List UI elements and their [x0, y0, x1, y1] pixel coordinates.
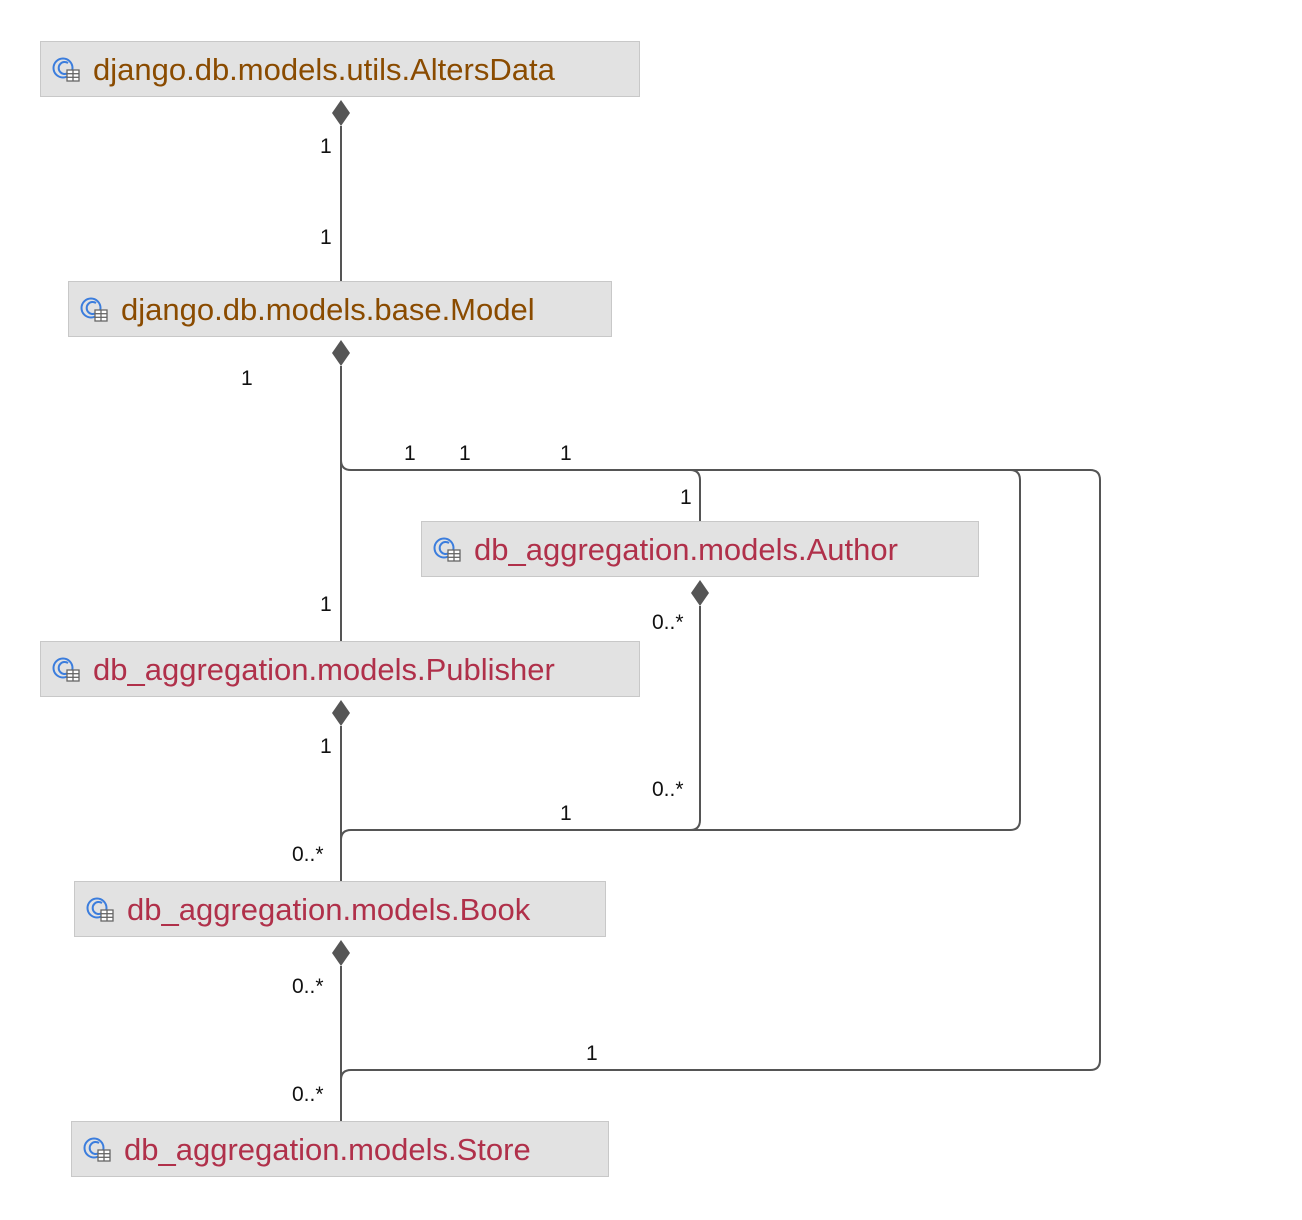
composition-diamond-icon: [691, 580, 709, 606]
class-name: django.db.models.base.Model: [121, 291, 535, 327]
multiplicity-label: 1: [320, 226, 332, 249]
edge-model-book: [340, 469, 1021, 841]
class-table-icon: [86, 897, 114, 922]
multiplicity-label: 0..*: [292, 843, 324, 866]
class-node-altersdata[interactable]: django.db.models.utils.AltersData: [40, 41, 640, 97]
class-node-book[interactable]: db_aggregation.models.Book: [74, 881, 606, 937]
edge-author-book: [689, 606, 701, 831]
composition-diamond-icon: [332, 340, 350, 366]
class-name: db_aggregation.models.Store: [124, 1131, 531, 1167]
class-name: db_aggregation.models.Author: [474, 531, 898, 567]
class-table-icon: [52, 657, 80, 682]
class-name: django.db.models.utils.AltersData: [93, 51, 555, 87]
class-table-icon: [433, 537, 461, 562]
multiplicity-label: 0..*: [652, 778, 684, 801]
class-name: db_aggregation.models.Book: [127, 891, 531, 927]
multiplicity-label: 1: [680, 486, 692, 509]
multiplicity-label: 1: [560, 802, 572, 825]
multiplicity-label: 1: [459, 442, 471, 465]
multiplicity-label: 1: [320, 735, 332, 758]
multiplicity-label: 1: [241, 367, 253, 390]
multiplicity-label: 1: [586, 1042, 598, 1065]
class-node-author[interactable]: db_aggregation.models.Author: [421, 521, 979, 577]
class-node-model[interactable]: django.db.models.base.Model: [68, 281, 612, 337]
edge-model-author: [340, 440, 701, 521]
multiplicity-label: 1: [404, 442, 416, 465]
multiplicity-label: 0..*: [292, 1083, 324, 1106]
class-node-store[interactable]: db_aggregation.models.Store: [71, 1121, 609, 1177]
multiplicity-label: 1: [320, 135, 332, 158]
class-table-icon: [52, 57, 80, 82]
composition-diamond-icon: [332, 700, 350, 726]
multiplicity-label: 0..*: [292, 975, 324, 998]
class-table-icon: [83, 1137, 111, 1162]
composition-diamond-icon: [332, 940, 350, 966]
class-table-icon: [80, 297, 108, 322]
composition-diamond-icon: [332, 100, 350, 126]
multiplicity-label: 1: [560, 442, 572, 465]
class-name: db_aggregation.models.Publisher: [93, 651, 555, 687]
multiplicity-label: 0..*: [652, 611, 684, 634]
class-node-publisher[interactable]: db_aggregation.models.Publisher: [40, 641, 640, 697]
multiplicity-label: 1: [320, 593, 332, 616]
edge-model-store: [340, 469, 1101, 1081]
